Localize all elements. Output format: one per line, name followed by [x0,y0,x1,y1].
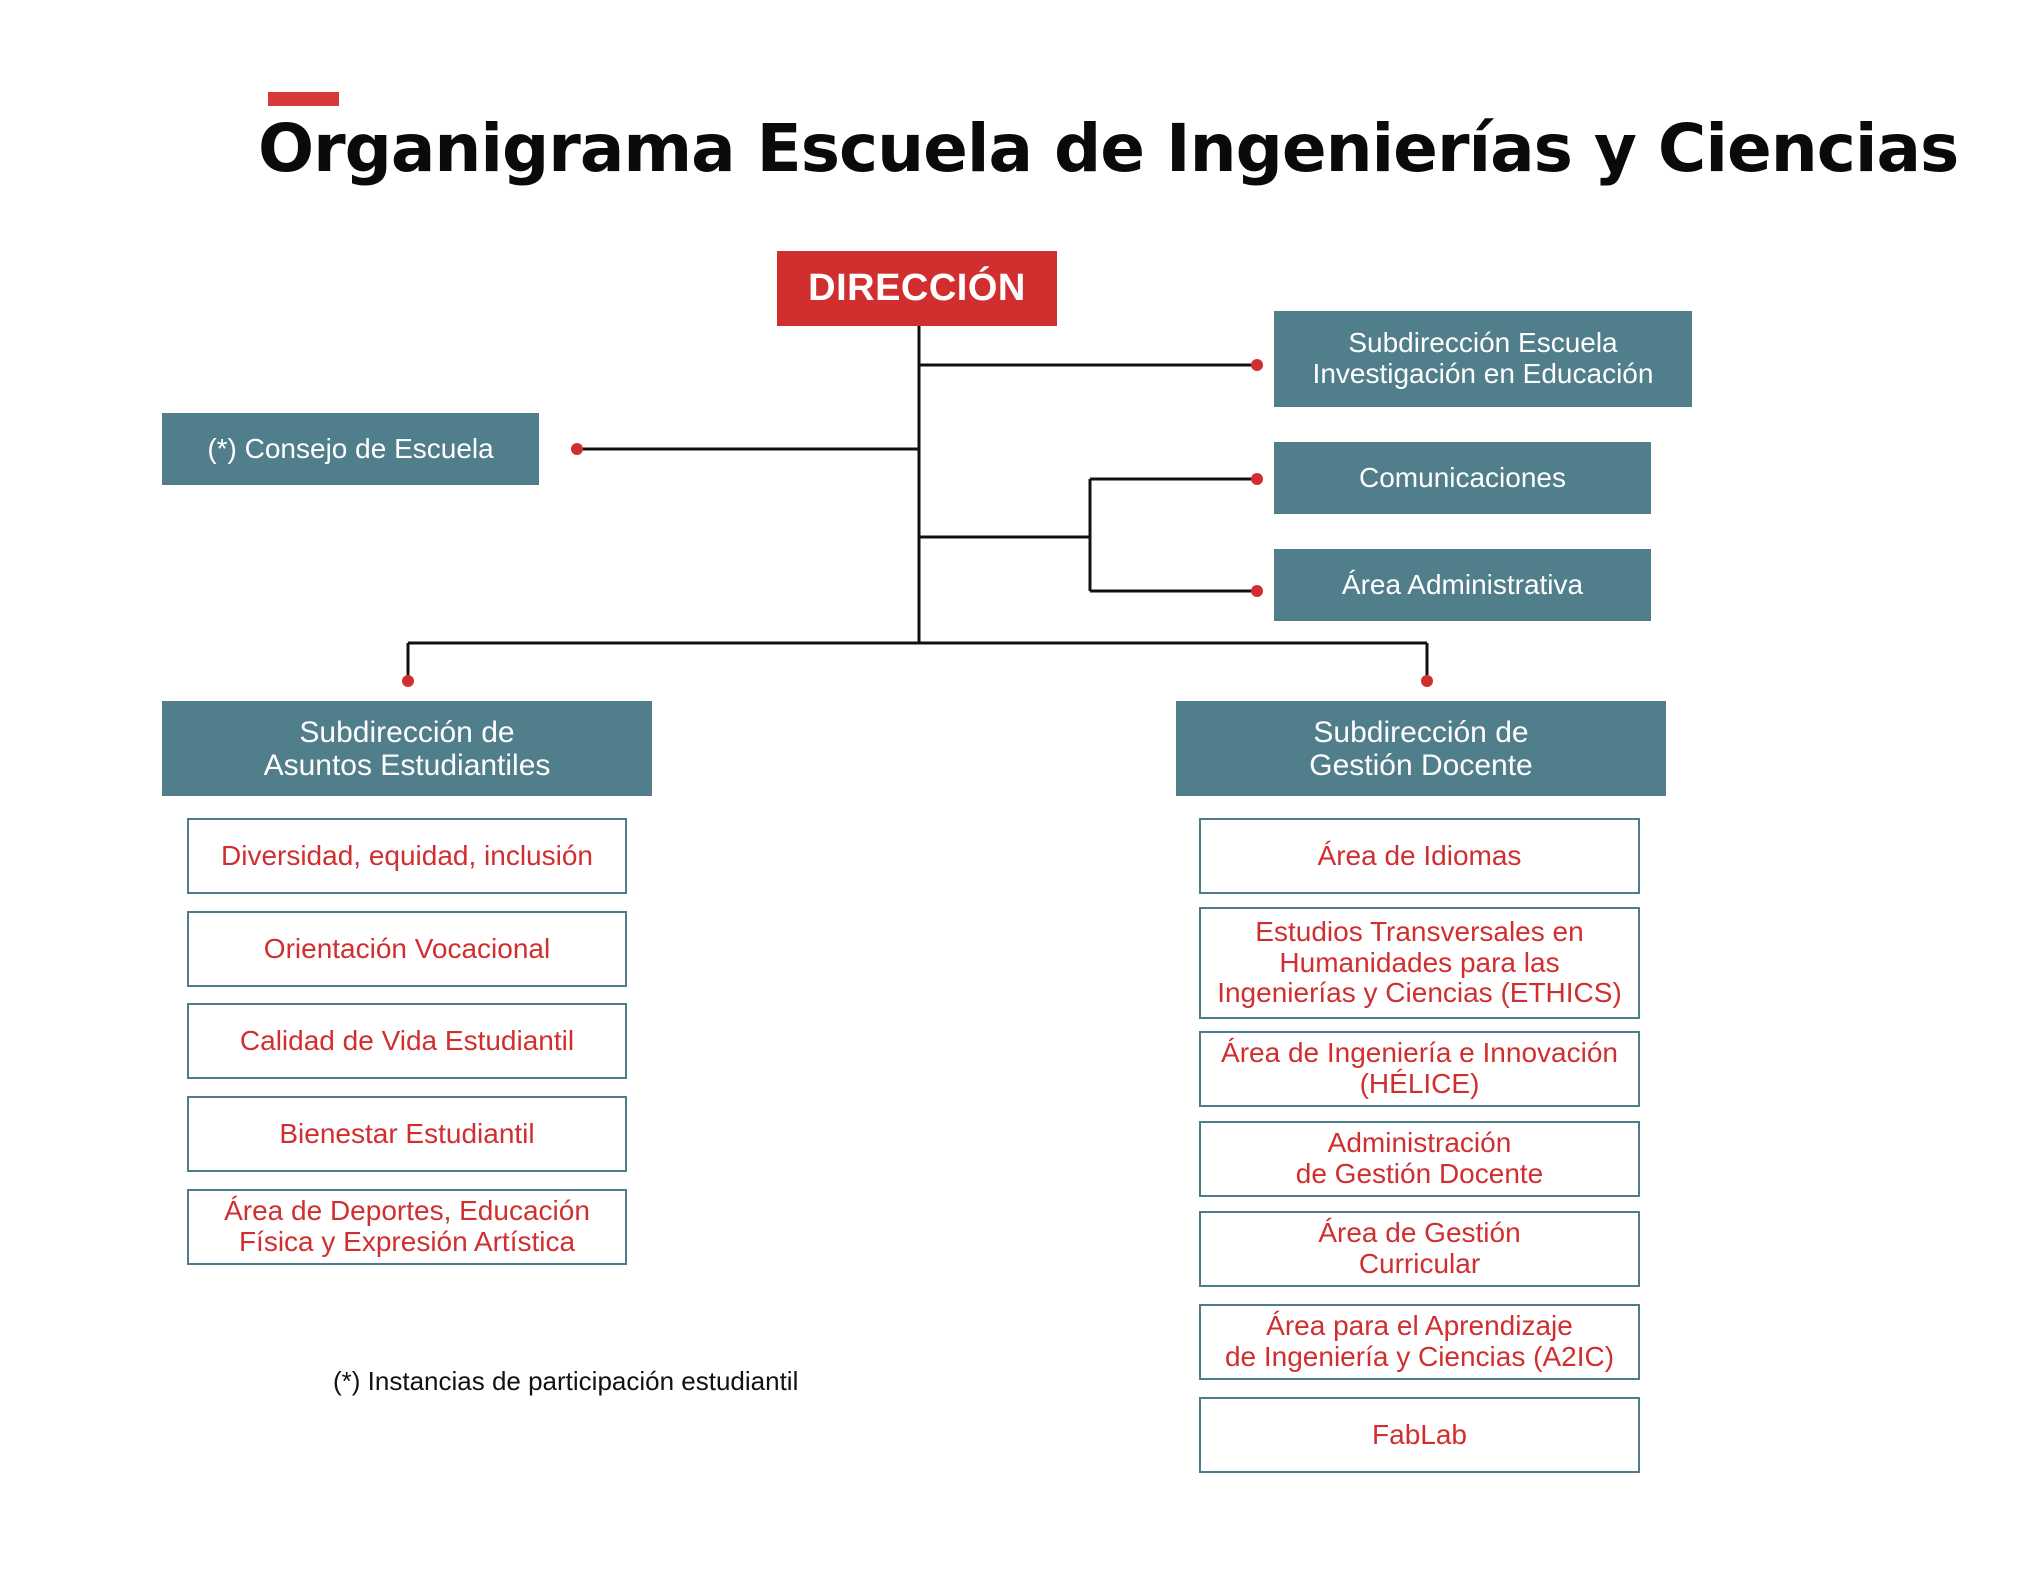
unit-calidad-vida: Calidad de Vida Estudiantil [187,1003,627,1079]
unit-gestion-curricular: Área de Gestión Curricular [1199,1211,1640,1287]
unit-a2ic: Área para el Aprendizaje de Ingeniería y… [1199,1304,1640,1380]
unit-administracion-gestion-docente: Administración de Gestión Docente [1199,1121,1640,1197]
unit-label-line: Ingenierías y Ciencias (ETHICS) [1217,977,1622,1009]
unit-label-line: Física y Expresión Artística [238,1226,576,1257]
title-accent-bar [268,92,339,106]
connector-dot [571,443,583,455]
subdireccion-investigacion-box: Subdirección Escuela Investigación en Ed… [1274,311,1692,407]
unit-label-line: Área de Ingeniería e Innovación [1221,1037,1618,1069]
unit-deportes: Área de Deportes, Educación Física y Exp… [187,1189,627,1265]
subdireccion-investigacion-line: Subdirección Escuela [1348,327,1618,359]
unit-label-line: Área para el Aprendizaje [1266,1310,1573,1342]
direccion-label: DIRECCIÓN [808,266,1026,309]
unit-label-line: Área de Gestión [1318,1217,1521,1249]
footnote: (*) Instancias de participación estudian… [333,1366,799,1396]
comunicaciones-label: Comunicaciones [1359,461,1566,493]
gestion-header-line: Gestión Docente [1309,748,1533,782]
unit-label-line: de Ingeniería y Ciencias (A2IC) [1224,1341,1615,1372]
unit-label-line: de Gestión Docente [1295,1158,1544,1189]
page-title: Organigrama Escuela de Ingenierías y Cie… [258,110,1959,187]
unit-label: Calidad de Vida Estudiantil [239,1024,575,1056]
connector-dot [1251,359,1263,371]
consejo-label: (*) Consejo de Escuela [207,432,494,464]
unit-bienestar: Bienestar Estudiantil [187,1096,627,1172]
unit-label: FabLab [1372,1418,1467,1450]
unit-label: Bienestar Estudiantil [279,1117,535,1149]
connector-dot [1421,675,1433,687]
unit-orientacion-vocacional: Orientación Vocacional [187,911,627,987]
asuntos-estudiantiles-header: Subdirección de Asuntos Estudiantiles [162,701,652,796]
unit-label: Diversidad, equidad, inclusión [221,839,593,871]
asuntos-header-line: Subdirección de [299,715,515,749]
connector-dot [1251,473,1263,485]
connector-dot [402,675,414,687]
consejo-box: (*) Consejo de Escuela [162,413,539,485]
unit-idiomas: Área de Idiomas [1199,818,1640,894]
unit-label: Orientación Vocacional [263,932,551,964]
unit-helice: Área de Ingeniería e Innovación (HÉLICE) [1199,1031,1640,1107]
connector-dot [1251,585,1263,597]
unit-label-line: (HÉLICE) [1359,1068,1480,1099]
direccion-box: DIRECCIÓN [777,251,1057,326]
unit-label-line: Administración [1327,1127,1512,1159]
comunicaciones-box: Comunicaciones [1274,442,1651,514]
gestion-docente-header: Subdirección de Gestión Docente [1176,701,1666,796]
area-administrativa-box: Área Administrativa [1274,549,1651,621]
asuntos-header-line: Asuntos Estudiantiles [263,748,551,782]
subdireccion-investigacion-line: Investigación en Educación [1312,358,1654,389]
unit-ethics: Estudios Transversales en Humanidades pa… [1199,907,1640,1019]
unit-label-line: Humanidades para las [1279,946,1560,978]
unit-label-line: Estudios Transversales en [1255,915,1584,947]
unit-label-line: Área de Deportes, Educación [224,1195,590,1227]
unit-fablab: FabLab [1199,1397,1640,1473]
unit-label: Área de Idiomas [1317,839,1522,871]
area-administrativa-label: Área Administrativa [1341,568,1584,600]
gestion-header-line: Subdirección de [1313,715,1529,749]
unit-label-line: Curricular [1358,1248,1481,1279]
unit-diversidad: Diversidad, equidad, inclusión [187,818,627,894]
